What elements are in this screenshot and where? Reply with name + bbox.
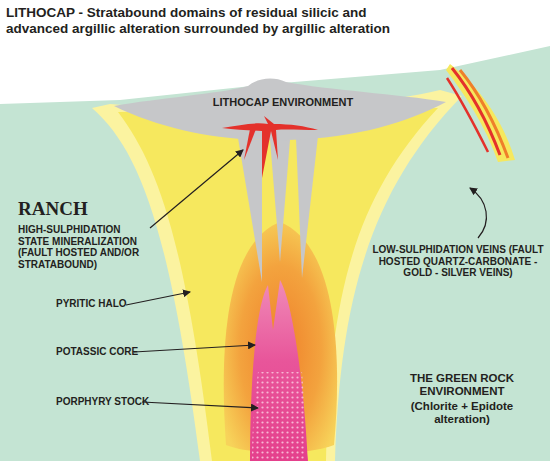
grey-finger xyxy=(296,136,318,278)
node-outline xyxy=(108,76,452,148)
grey-finger xyxy=(238,138,262,282)
grey-finger xyxy=(270,140,290,262)
callout-label: PORPHYRY STOCK xyxy=(56,396,156,408)
node-text: (Chlorite + Epidote alteration) xyxy=(398,400,526,426)
callout-label: LOW-SULPHIDATION VEINS (FAULT HOSTED QUA… xyxy=(372,244,544,279)
node-fill xyxy=(0,46,550,461)
diagram-title: LITHOCAP - Stratabound domains of residu… xyxy=(6,5,398,36)
leader-arrow xyxy=(150,150,243,228)
deposit-name: RANCH xyxy=(18,198,138,220)
porphyry-stock xyxy=(250,280,308,461)
lithocap-lens: LITHOCAP ENVIRONMENT xyxy=(108,76,452,148)
stock-dots xyxy=(252,372,306,461)
node-text: LITHOCAP ENVIRONMENT xyxy=(168,96,398,109)
callout-label: POTASSIC CORE xyxy=(56,346,146,358)
callout-label: HIGH-SULPHIDATION STATE MINERALIZATION (… xyxy=(18,224,154,270)
node-text: THE GREEN ROCK ENVIRONMENT xyxy=(398,372,526,398)
